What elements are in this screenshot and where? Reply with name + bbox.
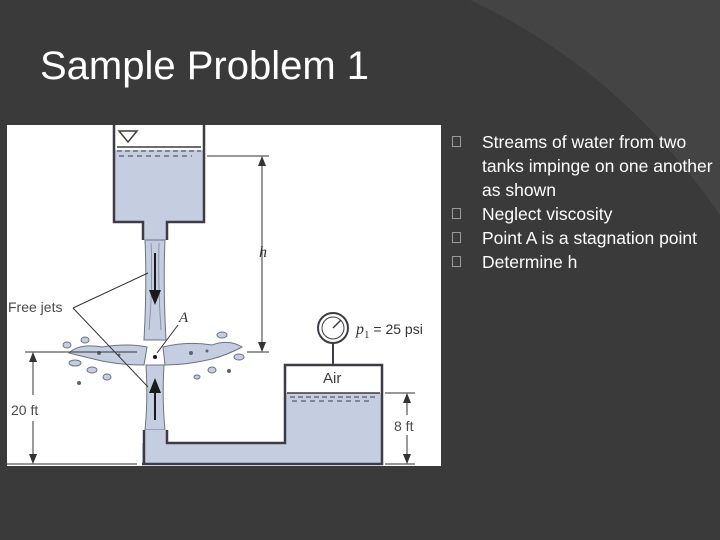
bullet-text: Streams of water from two tanks impinge … xyxy=(482,132,713,200)
bullet-list: Streams of water from two tanks impinge … xyxy=(452,130,718,274)
dimension-20ft xyxy=(7,351,137,465)
dimension-8ft xyxy=(385,392,415,465)
label-p1: p1 = 25 psi xyxy=(355,321,423,341)
bullet-item: Neglect viscosity xyxy=(452,202,718,226)
bullet-text: Determine h xyxy=(482,252,578,272)
bullet-item: Point A is a stagnation point xyxy=(452,226,718,250)
tank-diagram: h Free jets A p1 = 25 psi Air 20 ft xyxy=(7,125,423,466)
upper-tank xyxy=(112,125,206,240)
bullet-text: Point A is a stagnation point xyxy=(482,228,698,248)
free-jets-leader-top xyxy=(72,272,149,309)
bullet-marker-icon xyxy=(452,136,461,147)
splash xyxy=(62,331,245,385)
label-point-a: A xyxy=(178,310,189,326)
upper-jet xyxy=(143,239,167,341)
label-air: Air xyxy=(323,370,341,387)
bullet-marker-icon xyxy=(452,256,461,267)
bullet-marker-icon xyxy=(452,232,461,243)
bullet-item: Determine h xyxy=(452,250,718,274)
label-h: h xyxy=(259,244,267,261)
bullet-text: Neglect viscosity xyxy=(482,204,613,224)
free-surface-symbol xyxy=(117,130,139,144)
point-a-leader xyxy=(156,324,179,354)
lower-tank xyxy=(142,363,384,466)
dimension-h xyxy=(207,155,269,353)
bullet-item: Streams of water from two tanks impinge … xyxy=(452,130,718,202)
free-jets-leader-bottom xyxy=(72,307,149,388)
label-free-jets: Free jets xyxy=(8,299,62,315)
label-20ft: 20 ft xyxy=(11,402,38,418)
slide-title: Sample Problem 1 xyxy=(40,44,370,88)
label-8ft: 8 ft xyxy=(394,418,414,434)
pressure-gauge-icon xyxy=(317,312,349,365)
bullet-marker-icon xyxy=(452,208,461,219)
lower-jet xyxy=(144,364,166,431)
figure-panel: h Free jets A p1 = 25 psi Air 20 ft xyxy=(7,125,441,466)
